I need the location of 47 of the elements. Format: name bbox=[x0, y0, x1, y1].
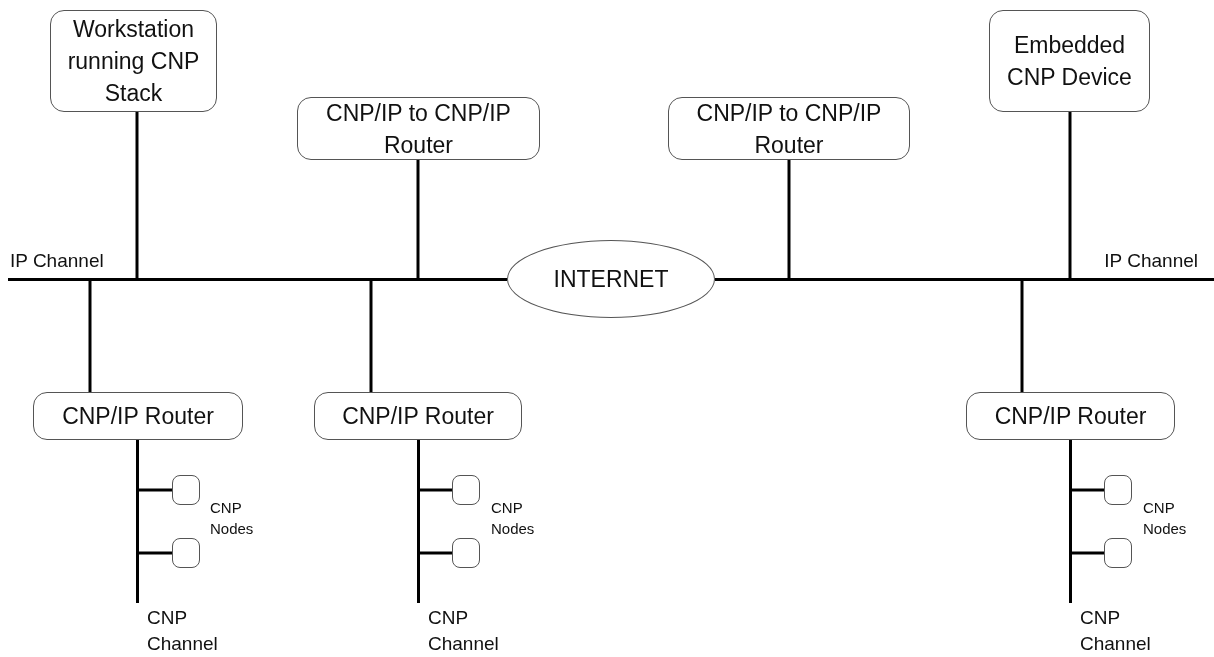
device-box bbox=[50, 10, 217, 112]
connector-line bbox=[136, 440, 139, 452]
device-box bbox=[314, 392, 522, 440]
device-box bbox=[297, 97, 540, 160]
node-box bbox=[172, 475, 200, 505]
connector-line bbox=[139, 488, 172, 492]
nodes-label: CNP Nodes bbox=[1143, 498, 1188, 539]
connector-line bbox=[369, 281, 373, 392]
channel-label: CNP Channel bbox=[147, 606, 219, 656]
connector-line bbox=[1020, 281, 1024, 392]
connector-line bbox=[420, 551, 452, 555]
node-label: CNP/IP to CNP/IP Router bbox=[695, 98, 883, 160]
connector-line bbox=[1068, 112, 1072, 278]
connector-line bbox=[1069, 440, 1072, 452]
connector-line bbox=[490, 278, 507, 281]
device-box bbox=[33, 392, 243, 440]
connector-line bbox=[420, 488, 452, 492]
connector-line bbox=[417, 440, 420, 452]
device-box bbox=[668, 97, 910, 160]
connector-line bbox=[1072, 551, 1104, 555]
node-box bbox=[172, 538, 200, 568]
connector-line bbox=[135, 112, 139, 278]
connector-line bbox=[416, 160, 420, 278]
connector-line bbox=[88, 281, 92, 392]
node-label: Workstation running CNP Stack bbox=[66, 15, 201, 108]
connector-line bbox=[787, 160, 791, 278]
node-box bbox=[1104, 538, 1132, 568]
connector-line bbox=[1072, 488, 1104, 492]
nodes-label: CNP Nodes bbox=[491, 498, 536, 539]
node-box bbox=[452, 538, 480, 568]
node-label: CNP/IP Router bbox=[61, 402, 215, 431]
node-label: CNP/IP Router bbox=[993, 402, 1148, 431]
channel-label: CNP Channel bbox=[428, 606, 500, 656]
node-box bbox=[1104, 475, 1132, 505]
node-label: CNP/IP Router bbox=[341, 402, 495, 431]
connector-line bbox=[139, 551, 172, 555]
node-label: Embedded CNP Device bbox=[1006, 31, 1133, 92]
nodes-label: CNP Nodes bbox=[210, 498, 255, 539]
channel-label: IP Channel bbox=[1104, 249, 1198, 273]
device-box bbox=[966, 392, 1175, 440]
node-label: INTERNET bbox=[552, 265, 670, 294]
connector-line bbox=[715, 278, 732, 281]
channel-label: CNP Channel bbox=[1080, 606, 1152, 656]
node-box bbox=[452, 475, 480, 505]
device-box bbox=[989, 10, 1150, 112]
node-label: CNP/IP to CNP/IP Router bbox=[325, 98, 512, 160]
channel-label: IP Channel bbox=[10, 249, 104, 273]
